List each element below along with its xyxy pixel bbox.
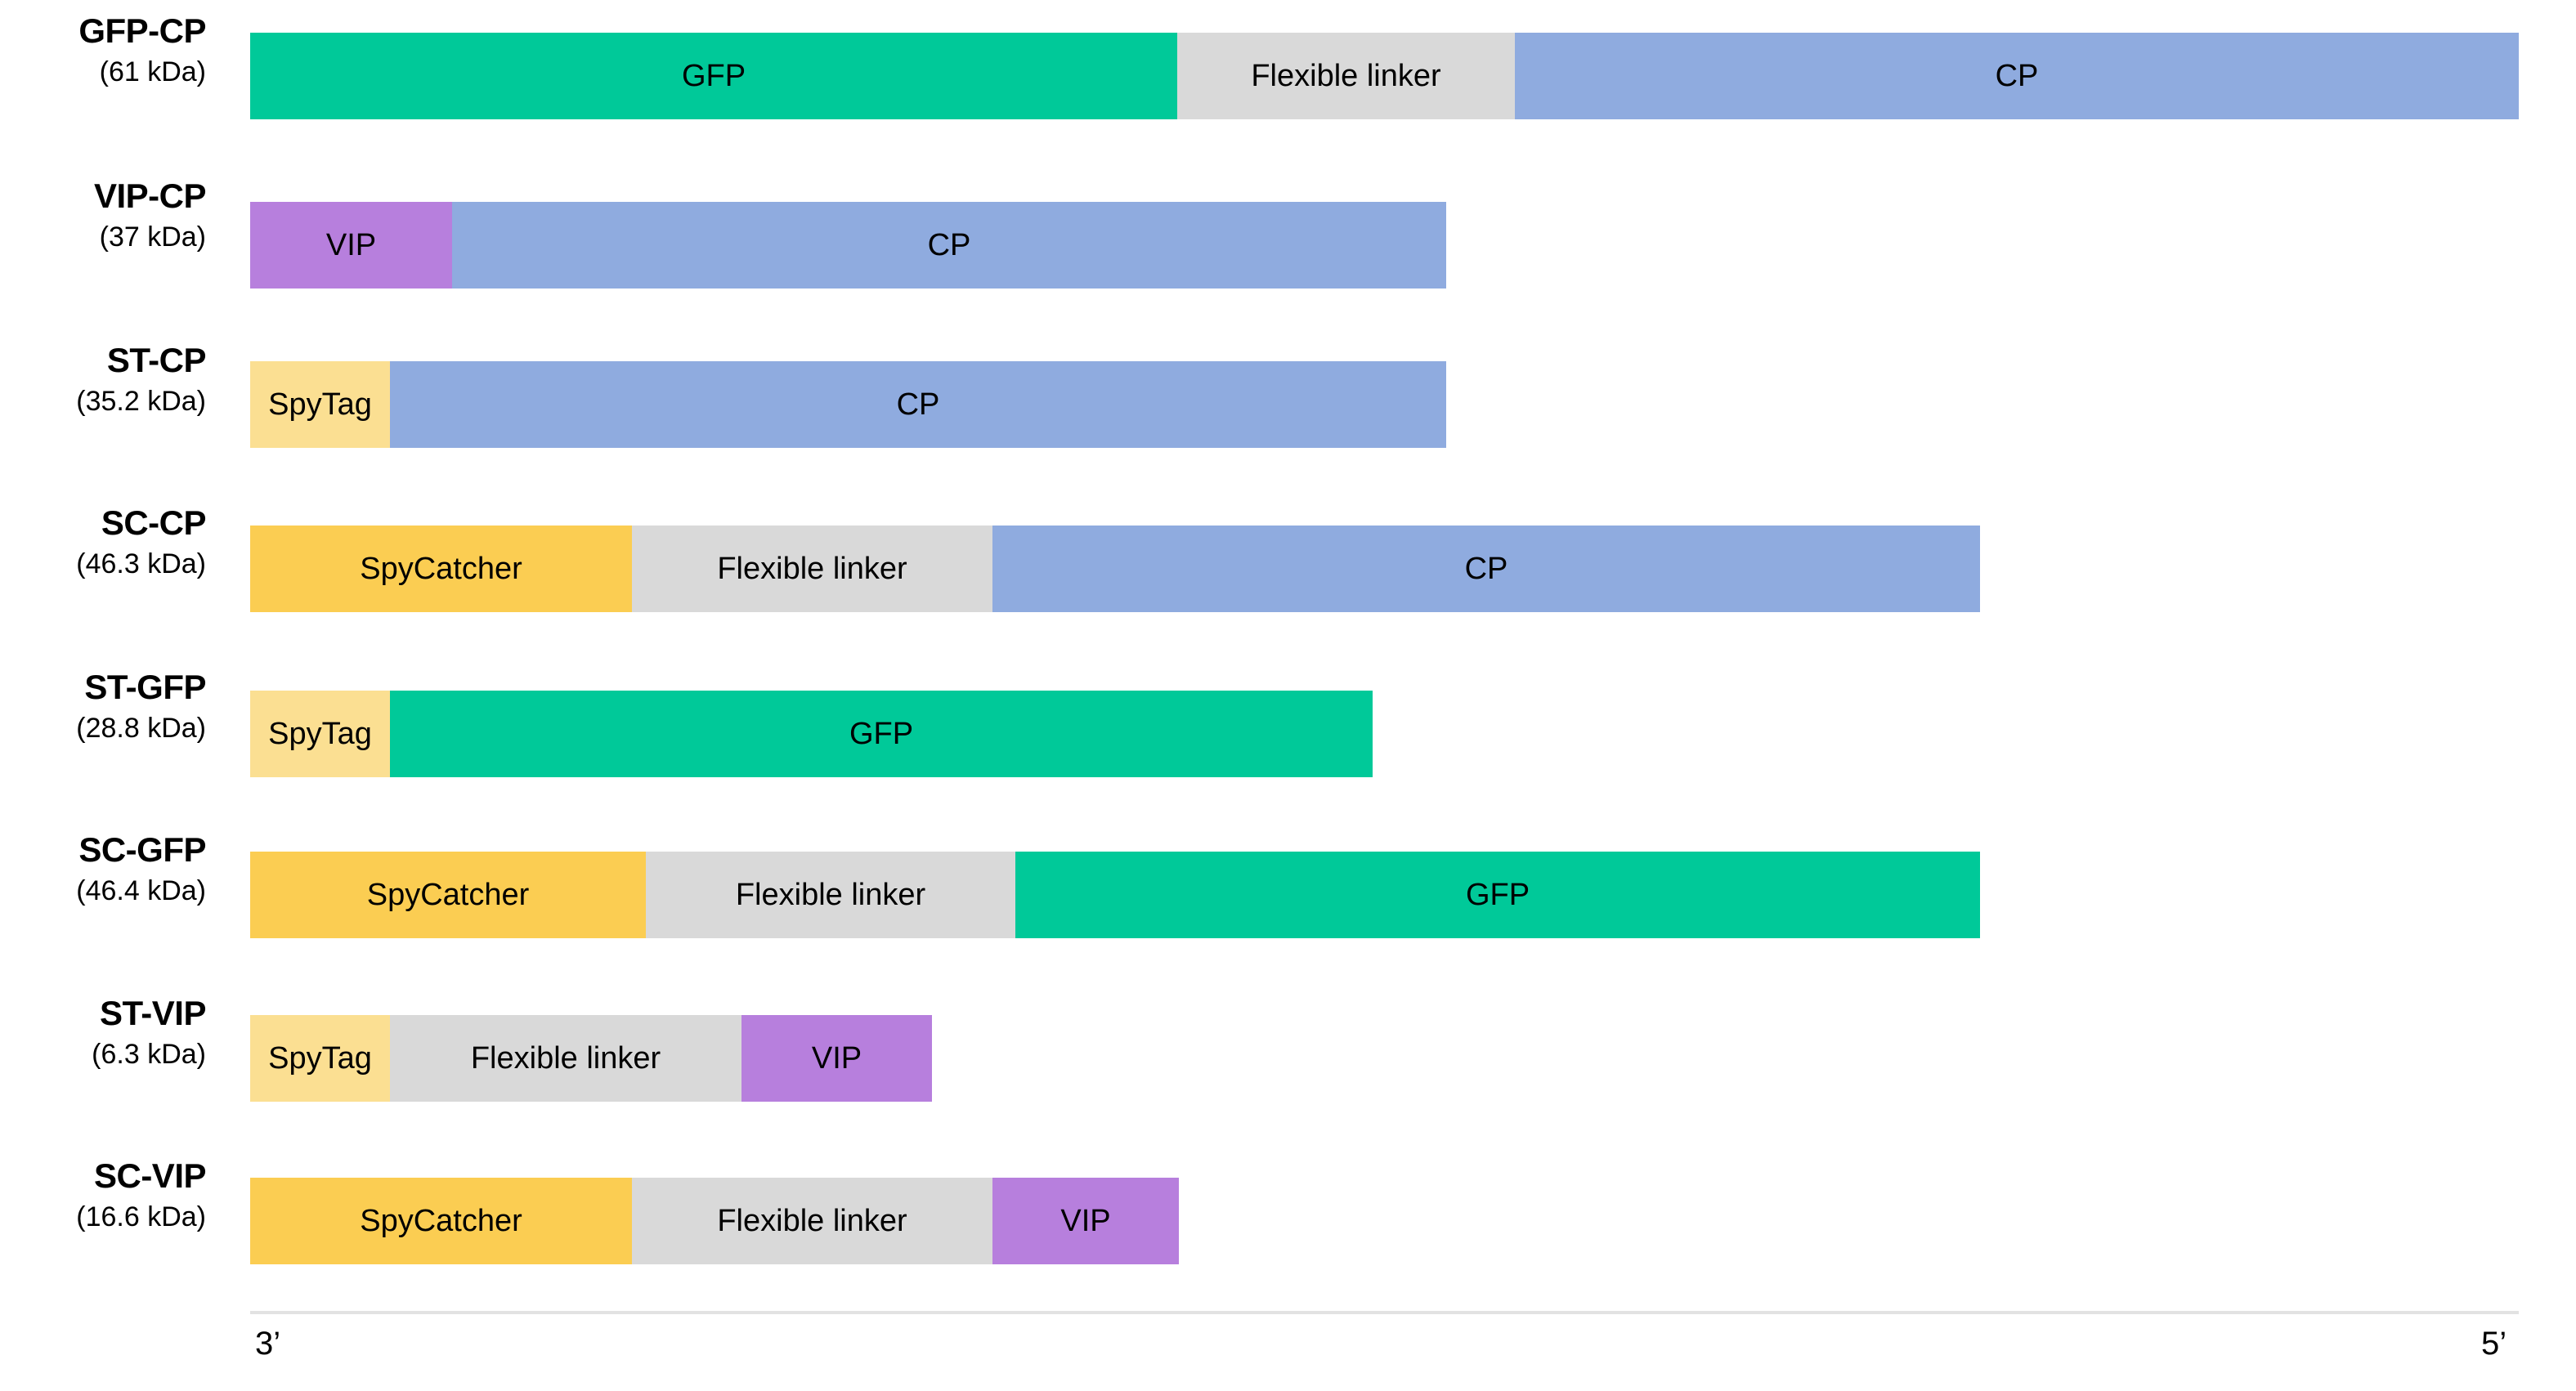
construct-mass: (35.2 kDa) [76,386,206,417]
construct-name: ST-GFP [84,668,206,706]
segment-vip: VIP [992,1178,1179,1264]
construct-name: ST-VIP [99,994,207,1032]
segment-cp: CP [1515,33,2519,119]
construct-mass: (37 kDa) [99,221,206,253]
segment-spytag: SpyTag [250,361,390,448]
segment-flexible-linker: Flexible linker [632,1178,992,1264]
segment-flexible-linker: Flexible linker [632,526,992,612]
construct-label-block: ST-VIP (6.3 kDa) [0,994,207,1070]
segment-cp: CP [992,526,1980,612]
segment-cp: CP [390,361,1446,448]
segment-gfp: GFP [250,33,1177,119]
construct-label-block: VIP-CP (37 kDa) [0,177,207,253]
segment-flexible-linker: Flexible linker [390,1015,741,1102]
segment-spytag: SpyTag [250,691,390,777]
construct-name: ST-CP [106,341,207,379]
segment-gfp: GFP [1015,852,1980,938]
construct-mass: (6.3 kDa) [92,1039,206,1070]
construct-label-block: SC-CP (46.3 kDa) [0,503,207,579]
segment-spycatcher: SpyCatcher [250,1178,632,1264]
segment-spycatcher: SpyCatcher [250,526,632,612]
construct-label-block: ST-GFP (28.8 kDa) [0,668,206,744]
construct-label-block: ST-CP (35.2 kDa) [0,341,207,417]
construct-name: SC-CP [101,503,207,542]
segment-spytag: SpyTag [250,1015,390,1102]
construct-mass: (46.3 kDa) [76,548,206,579]
axis-label-3-prime: 3’ [255,1326,281,1362]
segment-vip: VIP [250,202,452,288]
construct-mass: (16.6 kDa) [76,1201,206,1232]
segment-gfp: GFP [390,691,1373,777]
segment-flexible-linker: Flexible linker [1177,33,1515,119]
segment-flexible-linker: Flexible linker [646,852,1015,938]
construct-name: SC-VIP [93,1156,207,1195]
segment-vip: VIP [741,1015,932,1102]
construct-mass: (46.4 kDa) [76,875,206,906]
construct-mass: (61 kDa) [99,56,206,87]
construct-label-block: SC-VIP (16.6 kDa) [0,1156,207,1232]
segment-cp: CP [452,202,1446,288]
construct-name: GFP-CP [78,11,206,50]
construct-mass: (28.8 kDa) [76,713,206,744]
segment-spycatcher: SpyCatcher [250,852,646,938]
construct-name: SC-GFP [78,830,206,869]
construct-name: VIP-CP [93,177,207,215]
construct-label-block: GFP-CP (61 kDa) [0,11,206,87]
construct-label-block: SC-GFP (46.4 kDa) [0,830,206,906]
axis-label-5-prime: 5’ [2481,1326,2507,1362]
direction-axis-line [250,1311,2519,1314]
